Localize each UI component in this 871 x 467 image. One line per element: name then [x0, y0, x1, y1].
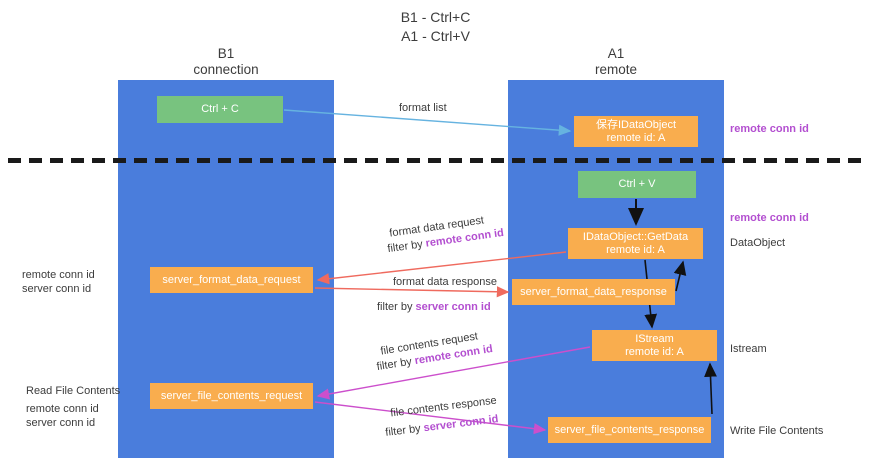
node-server-file-contents-request[interactable]: server_file_contents_request: [150, 383, 313, 409]
side-label-remote-conn-id-top: remote conn id: [730, 123, 809, 135]
node-ctrl-v-label: Ctrl + V: [618, 178, 656, 190]
node-ctrl-v[interactable]: Ctrl + V: [578, 171, 696, 198]
node-server-format-data-response[interactable]: server_format_data_response: [512, 279, 675, 305]
side-label-left-remote-conn-id: remote conn id: [22, 269, 95, 281]
filter-prefix: filter by: [377, 301, 416, 313]
node-save-idataobject[interactable]: 保存IDataObject remote id: A: [574, 116, 698, 147]
node-save-idataobject-remoteid: remote id: A: [606, 131, 666, 144]
node-idataobject-getdata-label: IDataObject::GetData: [582, 230, 689, 243]
phase-divider: [8, 158, 864, 163]
side-label-read-file-contents: Read File Contents: [26, 385, 121, 397]
lane-header-a1: A1 remote: [594, 46, 638, 77]
side-label-left-remote-conn-id-2: remote conn id: [26, 403, 99, 415]
node-idataobject-getdata-remoteid: remote id: A: [606, 243, 665, 256]
edge-label-format-list: format list: [399, 102, 447, 114]
filter-prefix: filter by: [386, 237, 427, 256]
edge-label-format-data-response: format data response: [393, 276, 497, 288]
node-server-format-data-response-label: server_format_data_response: [520, 285, 667, 298]
filter-key-server-conn-id: server conn id: [422, 413, 500, 435]
side-label-remote-conn-id-mid: remote conn id: [730, 212, 809, 224]
edge-label-format-data-response-filter: filter by server conn id: [377, 300, 491, 314]
lane-header-b1: B1 connection: [193, 46, 259, 77]
filter-prefix: filter by: [384, 422, 425, 439]
side-label-left-server-conn-id: server conn id: [22, 283, 92, 295]
node-server-file-contents-response[interactable]: server_file_contents_response: [548, 417, 711, 443]
node-ctrl-c[interactable]: Ctrl + C: [157, 96, 283, 123]
side-label-istream: Istream: [730, 343, 767, 355]
node-server-file-contents-request-label: server_file_contents_request: [160, 389, 303, 402]
node-idataobject-getdata[interactable]: IDataObject::GetData remote id: A: [568, 228, 703, 259]
side-label-write-file-contents: Write File Contents: [730, 425, 824, 437]
node-save-idataobject-label: 保存IDataObject: [595, 118, 677, 131]
side-label-dataobject: DataObject: [730, 237, 786, 249]
side-label-left-server-conn-id-2: server conn id: [26, 417, 96, 429]
node-server-format-data-request-label: server_format_data_request: [162, 273, 301, 286]
node-istream-remoteid: remote id: A: [625, 345, 684, 358]
filter-key-server-conn-id: server conn id: [415, 301, 491, 313]
node-server-file-contents-response-label: server_file_contents_response: [554, 423, 705, 436]
node-ctrl-c-label: Ctrl + C: [201, 103, 239, 115]
node-server-format-data-request[interactable]: server_format_data_request: [150, 267, 313, 293]
node-istream-label: IStream: [635, 332, 674, 345]
side-label-left-conn-ids-2: remote conn id server conn id: [26, 402, 99, 430]
side-label-left-conn-ids: remote conn id server conn id: [22, 268, 95, 296]
node-istream[interactable]: IStream remote id: A: [592, 330, 717, 361]
diagram-title: B1 - Ctrl+C A1 - Ctrl+V: [400, 9, 471, 44]
